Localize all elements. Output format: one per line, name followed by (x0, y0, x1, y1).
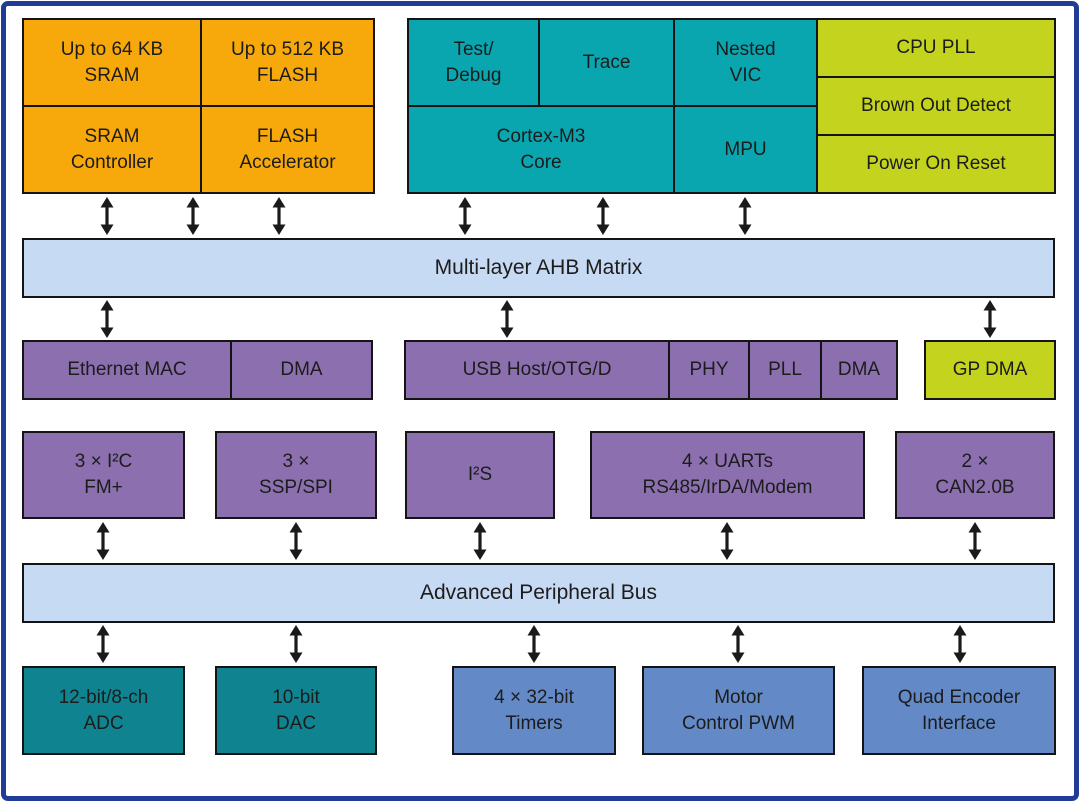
block-usb-dma: DMA (820, 340, 898, 400)
bus-ahb-matrix: Multi-layer AHB Matrix (22, 238, 1055, 298)
block-flash-size: Up to 512 KB FLASH (200, 18, 375, 107)
block-adc: 12-bit/8-ch ADC (22, 666, 185, 755)
bidirectional-arrow-icon (472, 522, 488, 560)
bidirectional-arrow-icon (288, 522, 304, 560)
block-mpu: MPU (673, 105, 818, 194)
bidirectional-arrow-icon (95, 625, 111, 663)
bidirectional-arrow-icon (95, 522, 111, 560)
bidirectional-arrow-icon (526, 625, 542, 663)
bus-apb: Advanced Peripheral Bus (22, 563, 1055, 623)
block-usb-pll: PLL (748, 340, 822, 400)
bidirectional-arrow-icon (499, 300, 515, 338)
block-cortex-core: Cortex-M3 Core (407, 105, 675, 194)
block-ssp-spi: 3 × SSP/SPI (215, 431, 377, 519)
bidirectional-arrow-icon (99, 300, 115, 338)
bidirectional-arrow-icon (730, 625, 746, 663)
block-brown-out-detect: Brown Out Detect (816, 76, 1056, 136)
bidirectional-arrow-icon (457, 197, 473, 235)
block-nested-vic: Nested VIC (673, 18, 818, 107)
bidirectional-arrow-icon (99, 197, 115, 235)
block-ethernet-dma: DMA (230, 340, 373, 400)
block-quad-encoder: Quad Encoder Interface (862, 666, 1056, 755)
block-trace: Trace (538, 18, 675, 107)
bidirectional-arrow-icon (185, 197, 201, 235)
bidirectional-arrow-icon (952, 625, 968, 663)
bidirectional-arrow-icon (982, 300, 998, 338)
bidirectional-arrow-icon (595, 197, 611, 235)
block-ethernet-mac: Ethernet MAC (22, 340, 232, 400)
block-usb-host: USB Host/OTG/D (404, 340, 670, 400)
block-can: 2 × CAN2.0B (895, 431, 1055, 519)
block-uarts: 4 × UARTs RS485/IrDA/Modem (590, 431, 865, 519)
block-usb-phy: PHY (668, 340, 750, 400)
bidirectional-arrow-icon (719, 522, 735, 560)
block-flash-accelerator: FLASH Accelerator (200, 105, 375, 194)
bidirectional-arrow-icon (967, 522, 983, 560)
block-dac: 10-bit DAC (215, 666, 377, 755)
block-power-on-reset: Power On Reset (816, 134, 1056, 194)
block-motor-pwm: Motor Control PWM (642, 666, 835, 755)
block-i2c: 3 × I²C FM+ (22, 431, 185, 519)
block-sram-size: Up to 64 KB SRAM (22, 18, 202, 107)
bidirectional-arrow-icon (271, 197, 287, 235)
block-sram-controller: SRAM Controller (22, 105, 202, 194)
block-gp-dma: GP DMA (924, 340, 1056, 400)
block-test-debug: Test/ Debug (407, 18, 540, 107)
block-timers: 4 × 32-bit Timers (452, 666, 616, 755)
block-i2s: I²S (405, 431, 555, 519)
bidirectional-arrow-icon (737, 197, 753, 235)
block-cpu-pll: CPU PLL (816, 18, 1056, 78)
bidirectional-arrow-icon (288, 625, 304, 663)
